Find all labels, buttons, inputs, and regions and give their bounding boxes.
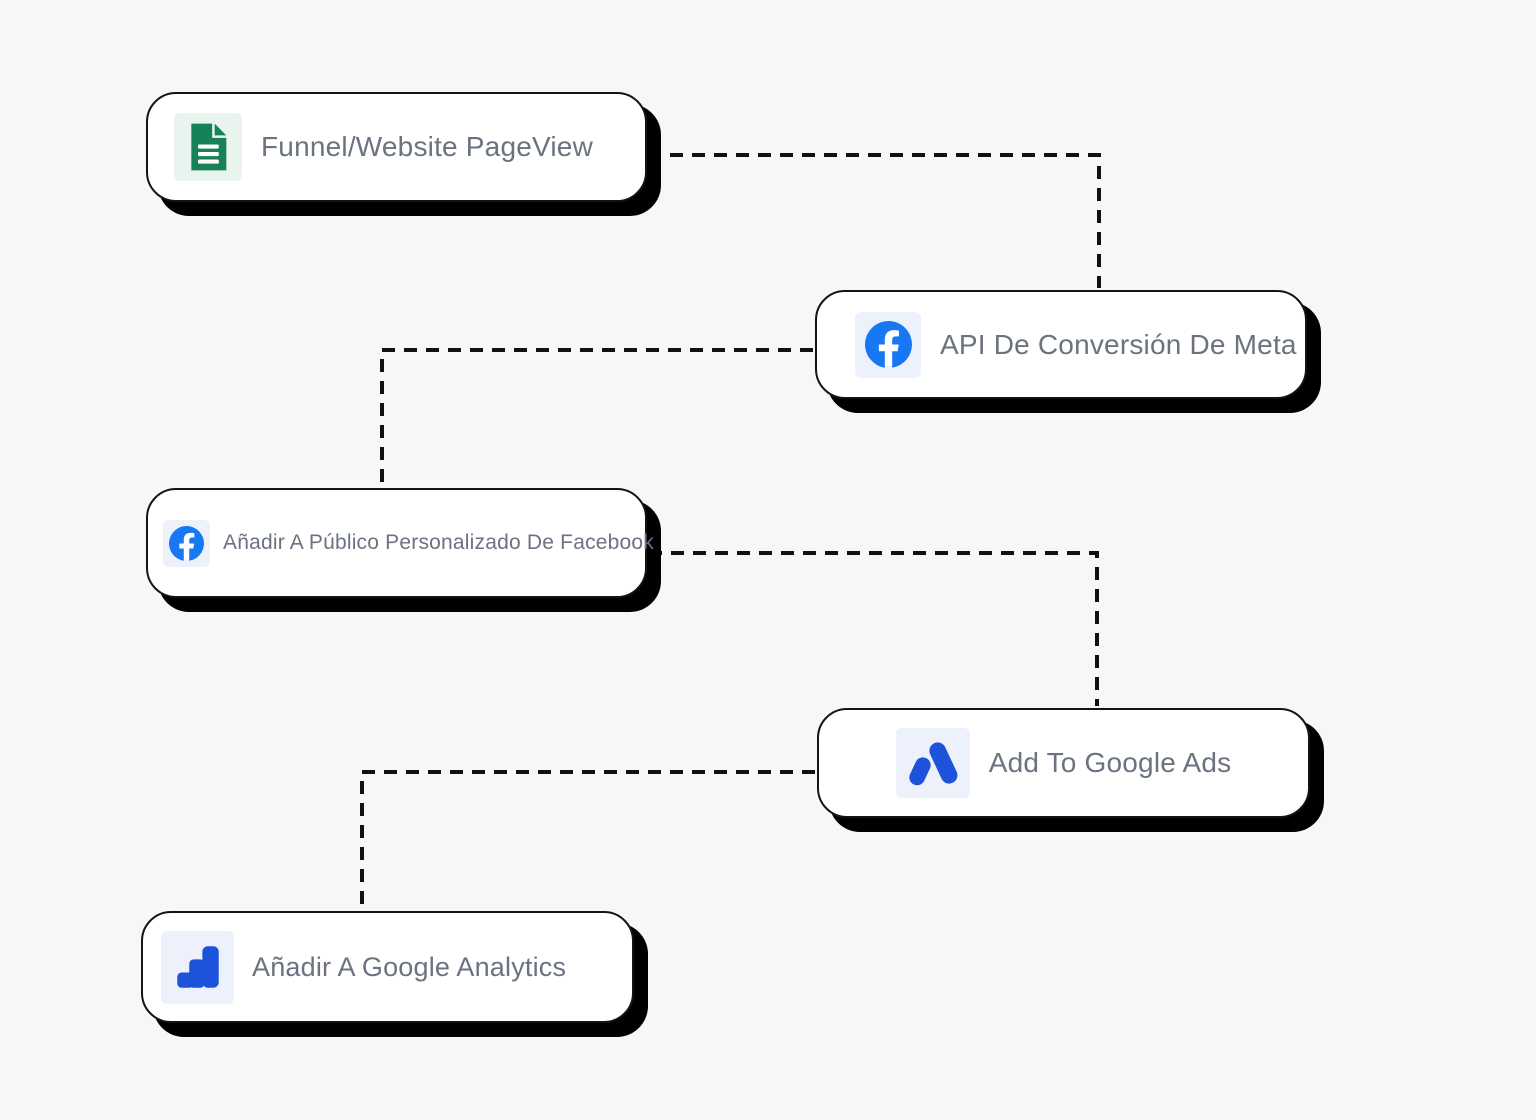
- document-icon: [174, 113, 242, 181]
- connector-line: [648, 153, 1101, 288]
- node-label: API De Conversión De Meta: [940, 328, 1297, 360]
- connector-line: [649, 551, 1099, 706]
- node-label: Añadir A Google Analytics: [252, 951, 567, 982]
- node-funnel-pageview[interactable]: Funnel/Website PageView: [146, 92, 647, 202]
- node-label: Añadir A Público Personalizado De Facebo…: [223, 531, 654, 554]
- node-facebook-custom-audience[interactable]: Añadir A Público Personalizado De Facebo…: [146, 488, 654, 598]
- node-google-analytics[interactable]: Añadir A Google Analytics: [141, 911, 634, 1023]
- google-analytics-icon: [161, 930, 234, 1004]
- node-label: Add To Google Ads: [988, 747, 1232, 778]
- node-meta-conversion-api[interactable]: API De Conversión De Meta: [815, 290, 1307, 399]
- connector-line: [380, 348, 813, 486]
- node-label: Funnel/Website PageView: [261, 131, 593, 162]
- facebook-icon: [163, 519, 210, 567]
- google-ads-icon: [895, 728, 970, 798]
- facebook-icon: [855, 311, 921, 378]
- connector-line: [360, 770, 815, 909]
- node-google-ads[interactable]: Add To Google Ads: [817, 708, 1310, 818]
